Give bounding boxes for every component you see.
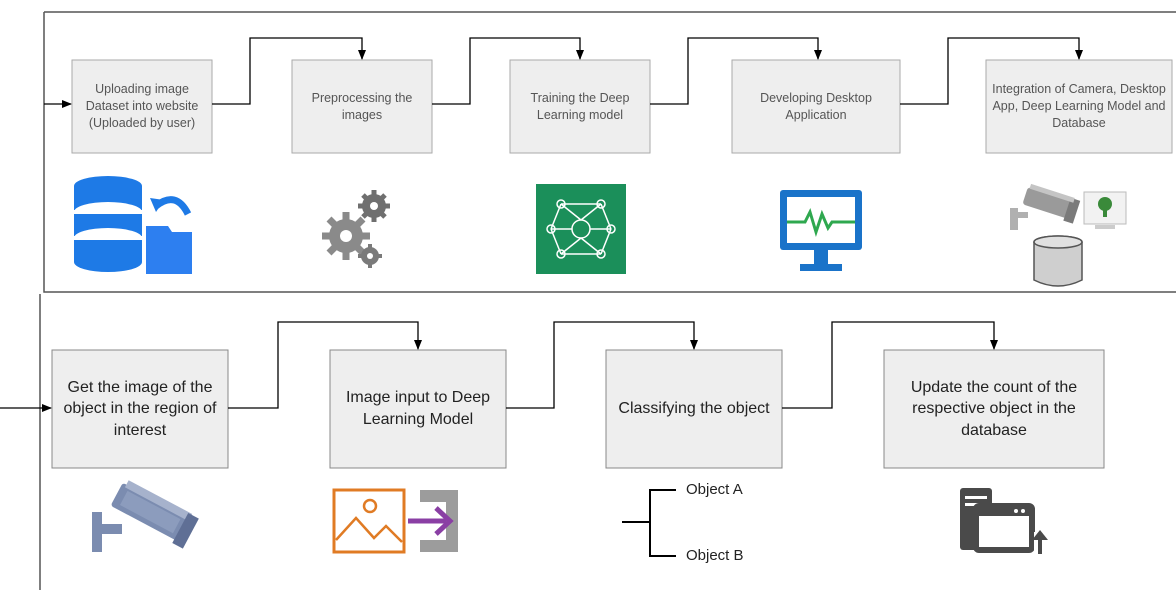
bottom-step-label-2: Image input to Deep Learning Model (345, 389, 491, 428)
cctv-camera-icon (92, 480, 199, 552)
bottom-step-label-4: Update the count of the respective objec… (910, 378, 1078, 439)
top-step-box-2 (291, 59, 433, 154)
top-step-box-5 (985, 59, 1173, 154)
top-step-label-1: Uploading image Dataset into website (Up… (85, 82, 199, 130)
classification-tree-icon (622, 489, 676, 557)
top-step-box-4 (731, 59, 901, 154)
bottom-connector-2-3 (506, 321, 698, 409)
bottom-step-box-2 (329, 349, 507, 469)
gears-icon (322, 190, 390, 268)
bottom-connector-3-4 (782, 321, 998, 409)
bottom-step-box-1 (51, 349, 229, 469)
branch-label-object-a: Object A (686, 481, 743, 498)
bottom-step-label-3: Classifying the object (618, 400, 770, 418)
top-connector-2-3 (432, 37, 584, 105)
database-upload-icon (74, 176, 192, 274)
top-step-box-1 (71, 59, 213, 154)
neural-network-icon (536, 184, 626, 274)
image-input-icon (332, 488, 458, 554)
branch-label-object-b: Object B (686, 547, 744, 564)
bottom-step-label-1: Get the image of the object in the regio… (63, 378, 217, 439)
top-connector-1-2 (212, 37, 366, 105)
top-step-label-3: Training the Deep Learning model (530, 90, 630, 122)
camera-app-database-icon (1010, 183, 1127, 287)
top-connector-4-5 (900, 37, 1083, 105)
top-step-label-5: Integration of Camera, Desktop App, Deep… (992, 82, 1166, 130)
top-step-box-3 (509, 59, 651, 154)
bottom-step-box-4 (883, 349, 1105, 469)
top-step-label-4: Developing Desktop Application (760, 90, 872, 122)
top-panel-border (43, 11, 1176, 293)
top-step-label-2: Preprocessing the images (311, 90, 413, 122)
top-connector-3-4 (650, 37, 822, 105)
monitor-icon (780, 190, 862, 271)
server-update-icon (960, 488, 1054, 554)
bottom-connector-1-2 (228, 321, 422, 409)
bottom-step-box-3 (605, 349, 783, 469)
